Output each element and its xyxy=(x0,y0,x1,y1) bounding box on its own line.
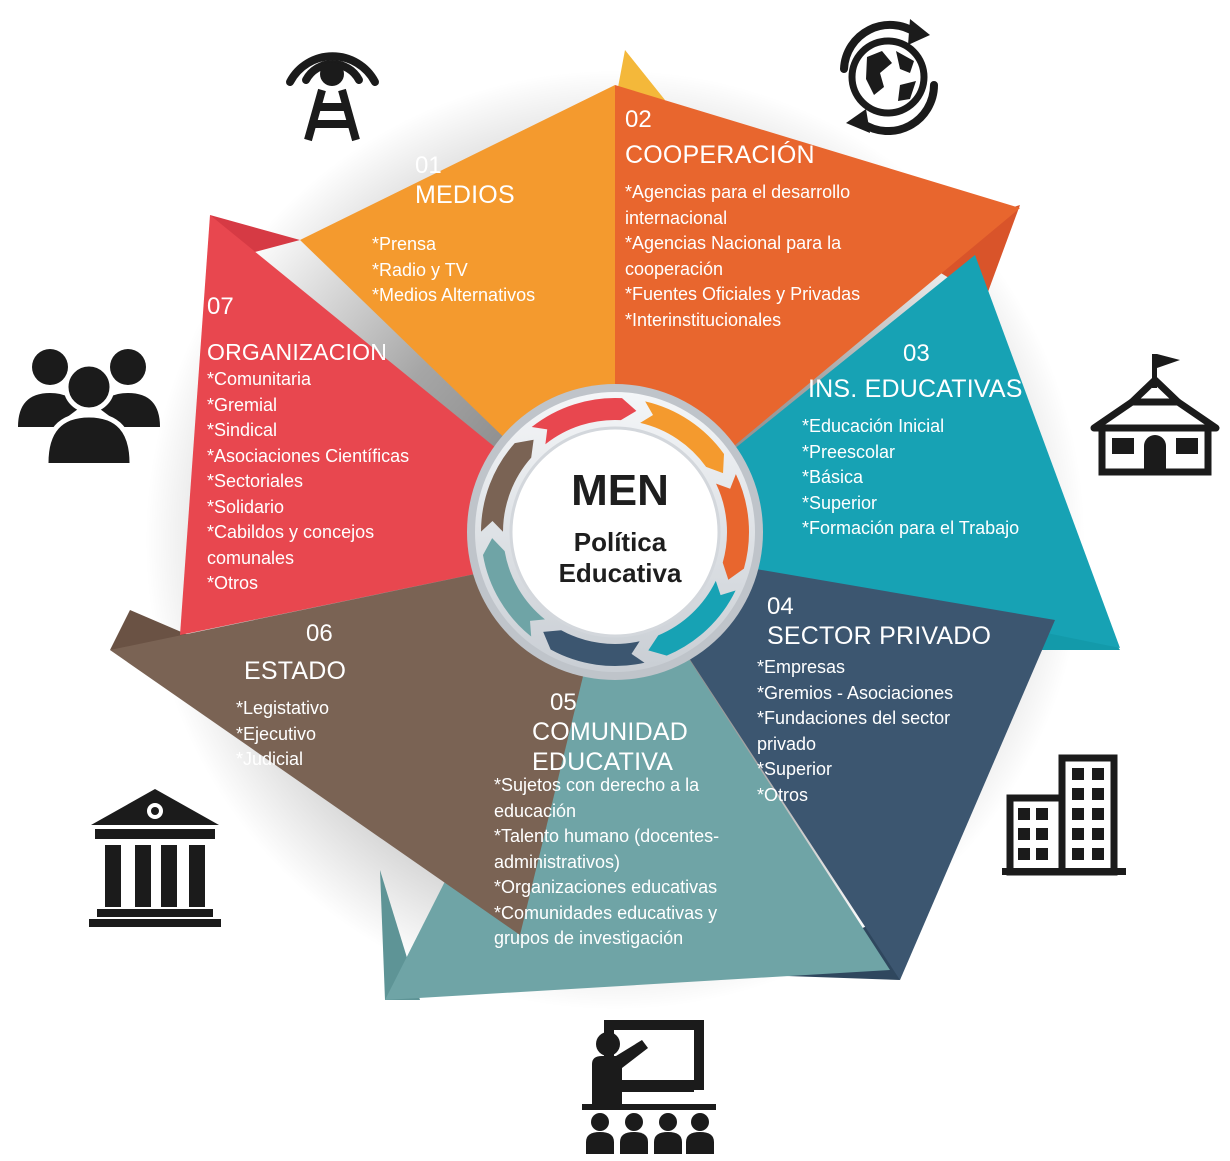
segment-item: *Básica xyxy=(802,467,864,487)
hub-subtitle-line1: Política xyxy=(573,527,667,557)
segment-title: ORGANIZACION xyxy=(207,339,388,365)
cycle-arrow xyxy=(543,630,645,666)
segment-item: *Sujetos con derecho a la xyxy=(494,775,700,795)
classroom-teacher-icon xyxy=(582,1020,716,1154)
segment-item: *Sectoriales xyxy=(207,471,304,491)
segment-sector-privado xyxy=(615,545,1055,980)
segment-estado xyxy=(110,545,615,935)
segment-item: *Otros xyxy=(207,573,259,593)
segment-item: *Solidario xyxy=(207,496,285,517)
segment-title: INS. EDUCATIVAS xyxy=(808,375,1023,403)
segment-item: educación xyxy=(494,800,577,821)
segment-items: *Empresas *Gremios - Asociaciones *Funda… xyxy=(757,655,991,808)
segment-ins-educativas-text: 03 INS. EDUCATIVAS *Educación Inicial *P… xyxy=(802,340,1023,542)
hub-inner xyxy=(509,426,721,638)
cycle-arrow xyxy=(531,398,637,445)
segment-title: SECTOR PRIVADO xyxy=(767,622,992,650)
cycle-arrow xyxy=(482,538,545,637)
segment-title: COOPERACIÓN xyxy=(625,141,815,169)
segment-number: 07 xyxy=(207,293,234,320)
segment-item: *Educación Inicial xyxy=(802,416,945,436)
segment-number: 05 xyxy=(550,689,577,716)
cycle-arrows xyxy=(481,398,749,666)
segment-number: 03 xyxy=(903,340,930,367)
hub-title: MEN xyxy=(571,466,669,515)
segment-items: *Legistativo *Ejecutivo *Judicial xyxy=(236,696,346,773)
hub-subtitle-line2: Educativa xyxy=(558,558,682,588)
school-building-icon xyxy=(1090,354,1220,476)
segment-number: 02 xyxy=(625,106,652,133)
segment-item: *Organizaciones educativas xyxy=(494,877,718,897)
segment-item: *Superior xyxy=(757,759,833,779)
segment-items: *Agencias para el desarrollo internacion… xyxy=(625,180,860,333)
segment-item: *Prensa xyxy=(372,234,437,254)
segment-medios-text: 01 MEDIOS *Prensa *Radio y TV *Medios Al… xyxy=(372,152,535,309)
segment-items: *Educación Inicial *Preescolar *Básica *… xyxy=(802,414,1023,542)
segment-item: *Otros xyxy=(757,784,809,805)
hub-label: MEN Política Educativa xyxy=(512,465,728,589)
segment-item: *Sindical xyxy=(207,420,278,440)
segment-item: *Medios Alternativos xyxy=(372,285,536,305)
segment-item: privado xyxy=(757,733,817,754)
segment-item: *Radio y TV xyxy=(372,259,468,280)
segment-title: COMUNIDAD xyxy=(532,718,688,746)
segment-organizacion-text: 07 ORGANIZACION *Comunitaria *Gremial *S… xyxy=(207,293,409,597)
segment-item: *Gremial xyxy=(207,394,278,415)
segment-number: 01 xyxy=(415,152,442,179)
segment-item: *Formación para el Trabajo xyxy=(802,518,1020,538)
segment-items: *Prensa *Radio y TV *Medios Alternativos xyxy=(372,232,535,309)
globe-cycle-icon xyxy=(840,19,939,135)
segment-item: *Talento humano (docentes- xyxy=(494,826,720,846)
segment-item: *Agencias para el desarrollo xyxy=(625,182,851,202)
segment-item: *Superior xyxy=(802,492,878,513)
segment-item: *Comunitaria xyxy=(207,369,312,389)
segment-title: MEDIOS xyxy=(415,181,515,209)
segment-item: *Judicial xyxy=(236,749,304,769)
segment-item: *Cabildos y concejos xyxy=(207,522,375,542)
segment-item: grupos de investigación xyxy=(494,928,684,948)
segment-cooperacion-text: 02 COOPERACIÓN *Agencias para el desarro… xyxy=(625,106,860,333)
segment-items: *Comunitaria *Gremial *Sindical *Asociac… xyxy=(207,367,409,597)
segment-sector-privado-text: 04 SECTOR PRIVADO *Empresas *Gremios - A… xyxy=(757,593,992,808)
segment-number: 06 xyxy=(306,620,333,647)
segment-item: internacional xyxy=(625,207,728,228)
segment-item: comunales xyxy=(207,547,295,568)
segment-item: *Preescolar xyxy=(802,441,896,462)
segment-item: *Fuentes Oficiales y Privadas xyxy=(625,284,861,304)
segment-item: cooperación xyxy=(625,258,724,279)
cycle-arrow xyxy=(640,401,724,474)
segment-item: *Ejecutivo xyxy=(236,723,317,744)
antenna-tower-icon xyxy=(286,52,379,142)
segment-item: *Fundaciones del sector xyxy=(757,708,951,728)
segment-item: administrativos) xyxy=(494,851,621,872)
office-buildings-icon xyxy=(1002,754,1126,876)
segment-item: *Interinstitucionales xyxy=(625,309,782,330)
segment-item: *Asociaciones Científicas xyxy=(207,445,410,466)
segment-title-line2: EDUCATIVA xyxy=(532,748,674,776)
segment-item: *Agencias Nacional para la xyxy=(625,233,842,253)
cycle-arrow xyxy=(481,439,534,532)
segment-estado-text: 06 ESTADO *Legistativo *Ejecutivo *Judic… xyxy=(236,620,347,773)
segment-item: *Empresas xyxy=(757,657,846,677)
cycle-arrow xyxy=(716,474,749,580)
people-group-icon xyxy=(18,349,160,464)
segment-comunidad-educativa-text: 05 COMUNIDAD EDUCATIVA *Sujetos con dere… xyxy=(494,689,719,952)
segment-number: 04 xyxy=(767,593,794,620)
segment-items: *Sujetos con derecho a la educación *Tal… xyxy=(494,773,719,952)
segment-item: *Comunidades educativas y xyxy=(494,902,718,923)
segment-item: *Gremios - Asociaciones xyxy=(757,682,954,703)
cycle-arrow xyxy=(648,580,736,656)
government-building-icon xyxy=(89,789,221,927)
segment-item: *Legistativo xyxy=(236,698,330,718)
segment-title: ESTADO xyxy=(244,657,347,685)
